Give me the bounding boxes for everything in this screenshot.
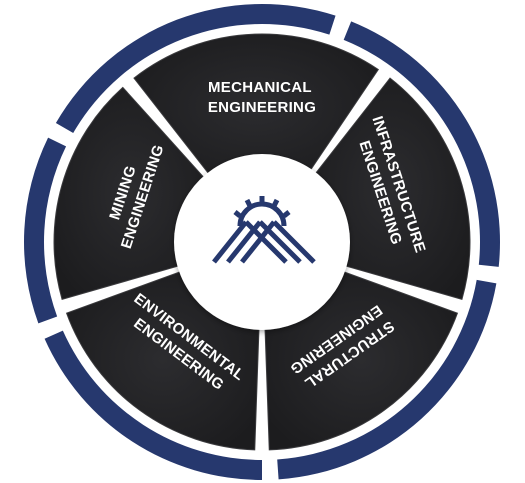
ring-arc	[24, 137, 67, 324]
center-hub	[174, 154, 350, 330]
outer-ring	[24, 4, 500, 480]
center-disk	[174, 154, 350, 330]
label-mechanical: MECHANICAL ENGINEERING	[208, 79, 316, 116]
ring-arc	[55, 4, 336, 133]
segments	[53, 33, 471, 451]
gear-mountain-logo-icon	[212, 196, 316, 264]
ring-arc	[343, 21, 500, 267]
ring-arc	[44, 330, 263, 480]
ring-arc	[277, 279, 497, 480]
